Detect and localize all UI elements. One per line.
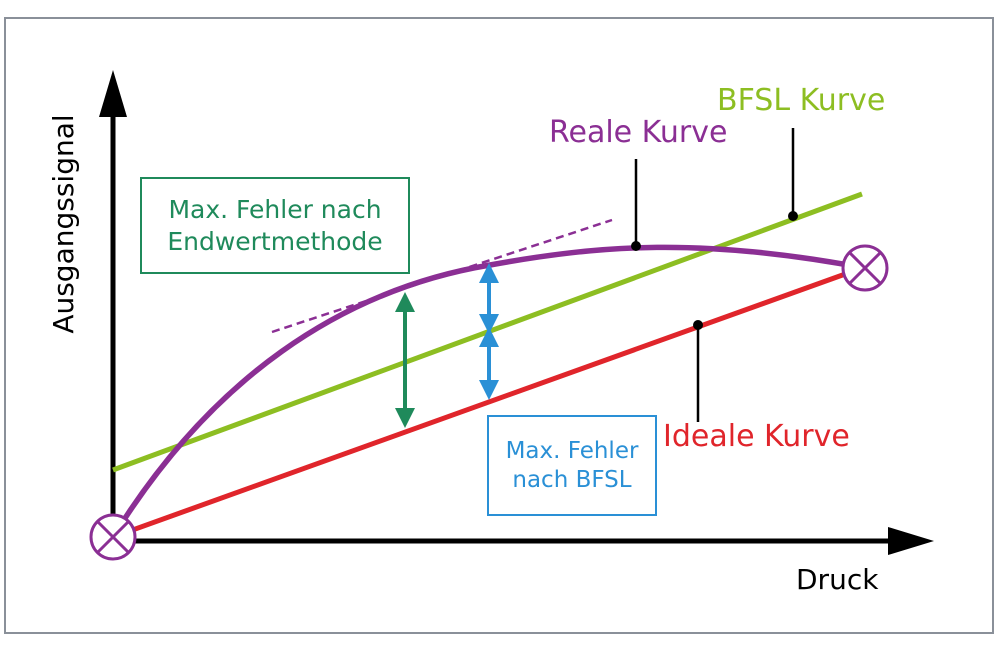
ideal-curve-label: Ideale Kurve: [663, 419, 850, 454]
bfsl-error-box: Max. Fehler nach BFSL: [487, 415, 657, 516]
tangent-line: [271, 218, 613, 334]
x-axis-arrowhead: [888, 527, 934, 555]
bfsl-error-line-2: nach BFSL: [512, 466, 632, 493]
y-axis-arrowhead: [99, 70, 127, 117]
x-axis-label: Druck: [796, 563, 879, 596]
ideal-curve-leader-dot: [693, 320, 703, 330]
ideal-curve: [112, 265, 863, 540]
real-curve-label: Reale Kurve: [549, 115, 728, 150]
endwert-error-box: Max. Fehler nach Endwertmethode: [140, 177, 410, 274]
bfsl-error-line-1: Max. Fehler: [505, 437, 639, 464]
y-axis-label: Ausgangssignal: [47, 114, 80, 334]
circle-cross-icon: [841, 244, 889, 292]
endwert-error-line-2: Endwertmethode: [167, 226, 383, 256]
bfsl-curve-label: BFSL Kurve: [717, 83, 886, 118]
circle-cross-icon: [89, 513, 137, 561]
real-curve-leader-dot: [631, 241, 641, 251]
bfsl-curve-leader-dot: [788, 211, 798, 221]
endwert-error-line-1: Max. Fehler nach: [168, 195, 382, 225]
